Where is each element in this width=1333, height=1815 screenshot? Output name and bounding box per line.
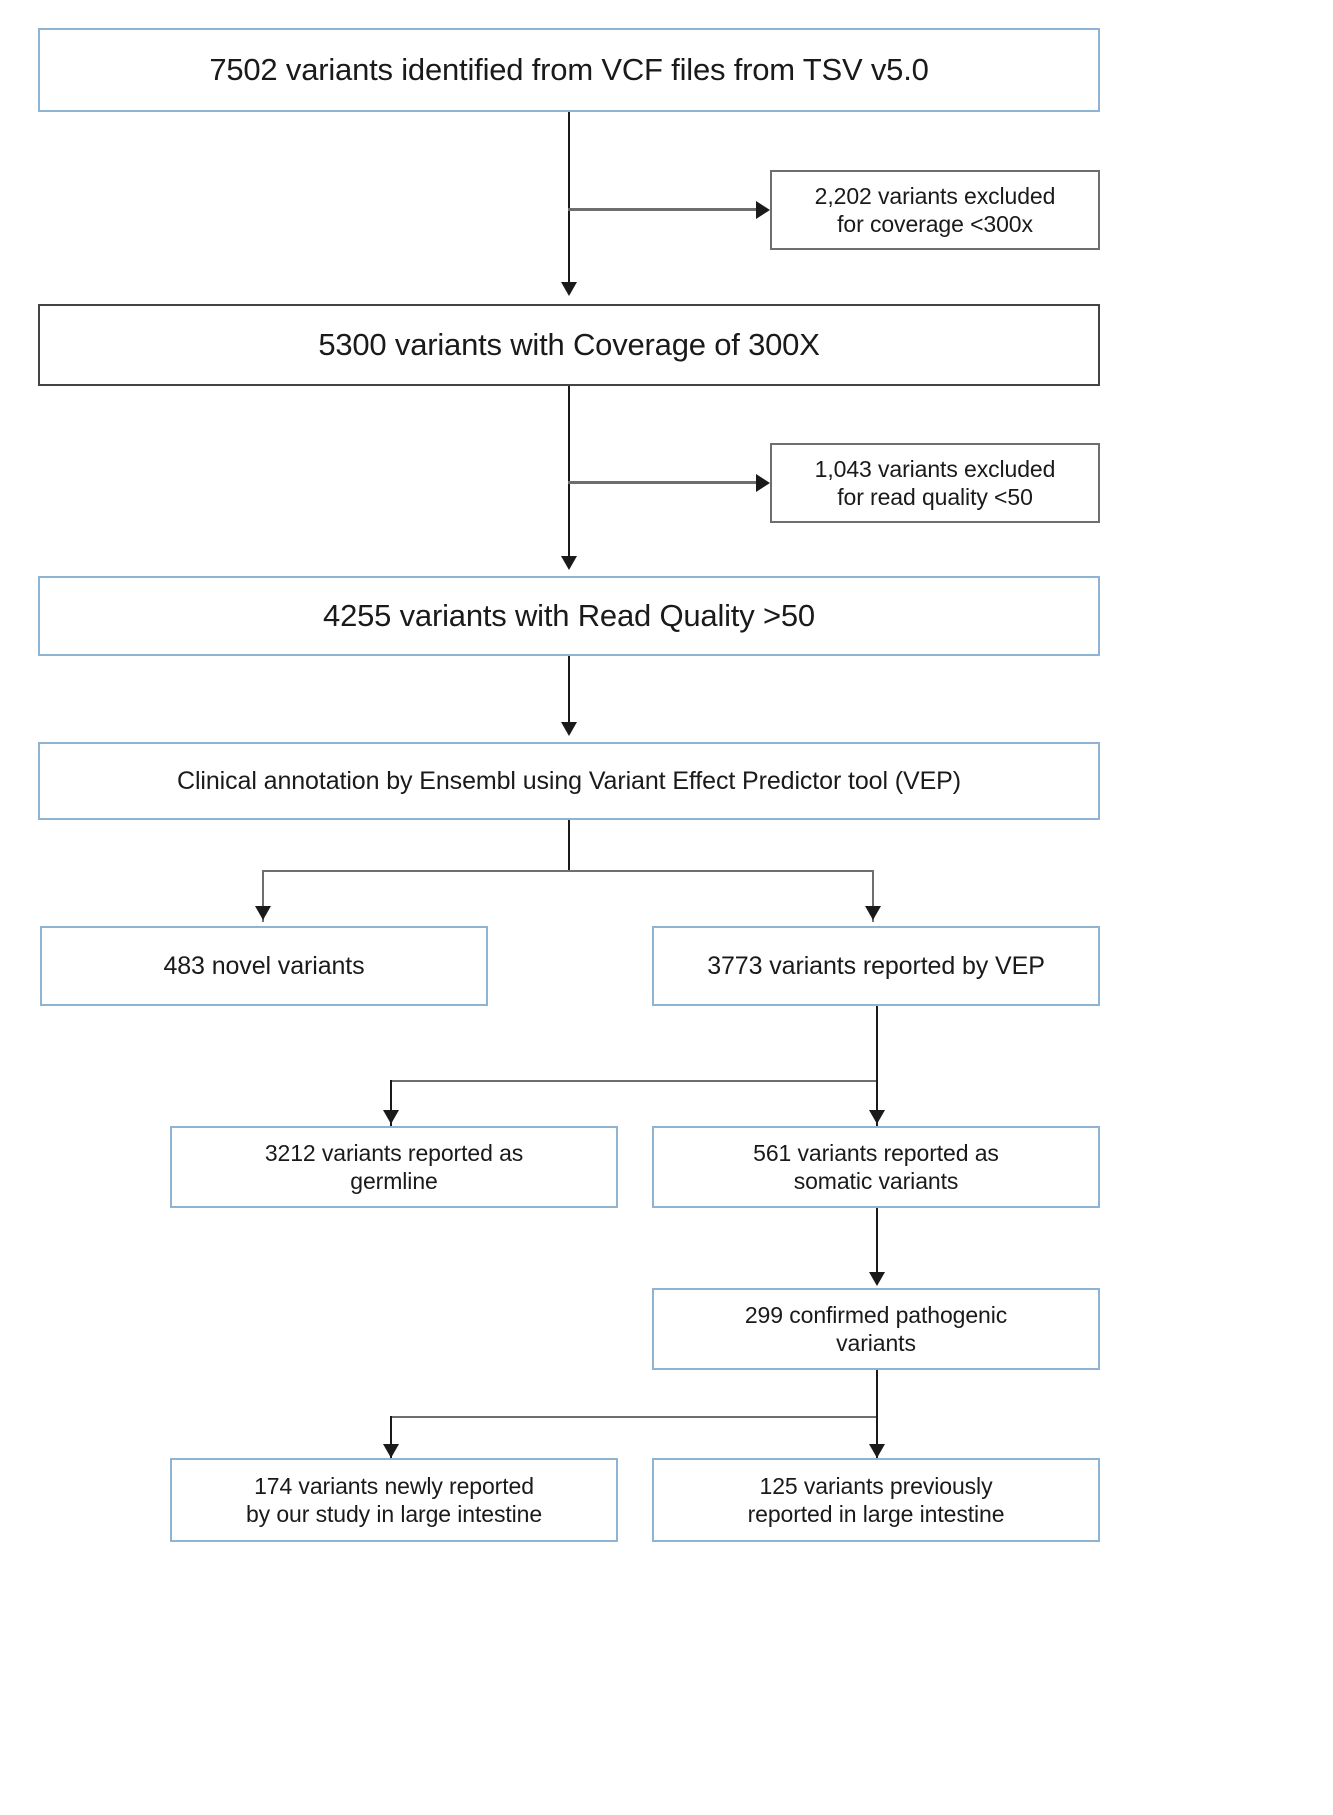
node-somatic: 561 variants reported as somatic variant… xyxy=(652,1126,1100,1208)
arrowhead-annotation-to-reported xyxy=(865,906,881,920)
arrowhead-coverage-to-quality xyxy=(561,556,577,570)
connector-total-to-coverage xyxy=(568,112,570,284)
node-germline: 3212 variants reported as germline xyxy=(170,1126,618,1208)
node-novel-variants-label: 483 novel variants xyxy=(163,951,365,980)
connector-annotation-split xyxy=(262,870,874,872)
node-annotation: Clinical annotation by Ensembl using Var… xyxy=(38,742,1100,820)
node-total-variants: 7502 variants identified from VCF files … xyxy=(38,28,1100,112)
node-coverage-pass-label: 5300 variants with Coverage of 300X xyxy=(318,327,820,363)
node-reported-vep-label: 3773 variants reported by VEP xyxy=(707,951,1045,980)
connector-pathogenic-to-newly xyxy=(390,1416,392,1458)
node-previously-reported-label: 125 variants previously reported in larg… xyxy=(747,1472,1005,1527)
arrowhead-exclusion-quality xyxy=(756,474,770,492)
arrowhead-reported-to-germline xyxy=(383,1110,399,1124)
node-newly-reported-label: 174 variants newly reported by our study… xyxy=(245,1472,543,1527)
arrowhead-pathogenic-to-newly xyxy=(383,1444,399,1458)
connector-annotation-stem xyxy=(568,820,570,872)
arrowhead-somatic-to-pathogenic xyxy=(869,1272,885,1286)
connector-annotation-to-reported xyxy=(872,870,874,922)
node-germline-label: 3212 variants reported as germline xyxy=(264,1139,524,1194)
node-quality-pass: 4255 variants with Read Quality >50 xyxy=(38,576,1100,656)
node-previously-reported: 125 variants previously reported in larg… xyxy=(652,1458,1100,1542)
node-total-variants-label: 7502 variants identified from VCF files … xyxy=(209,52,929,88)
connector-reported-split xyxy=(390,1080,878,1082)
connector-reported-to-somatic xyxy=(876,1080,878,1126)
connector-pathogenic-to-previously xyxy=(876,1416,878,1458)
arrowhead-reported-to-somatic xyxy=(869,1110,885,1124)
connector-coverage-to-quality xyxy=(568,386,570,558)
node-pathogenic: 299 confirmed pathogenic variants xyxy=(652,1288,1100,1370)
node-excluded-quality-label: 1,043 variants excluded for read quality… xyxy=(814,455,1056,510)
node-excluded-quality: 1,043 variants excluded for read quality… xyxy=(770,443,1100,523)
arrowhead-annotation-to-novel xyxy=(255,906,271,920)
connector-pathogenic-stem xyxy=(876,1370,878,1418)
connector-somatic-to-pathogenic xyxy=(876,1208,878,1282)
node-excluded-coverage-label: 2,202 variants excluded for coverage <30… xyxy=(814,182,1056,237)
connector-quality-to-annotation xyxy=(568,656,570,726)
arrowhead-total-to-coverage xyxy=(561,282,577,296)
connector-exclusion-coverage xyxy=(568,208,762,211)
node-excluded-coverage: 2,202 variants excluded for coverage <30… xyxy=(770,170,1100,250)
node-annotation-label: Clinical annotation by Ensembl using Var… xyxy=(177,766,961,795)
connector-exclusion-quality xyxy=(568,481,762,484)
connector-pathogenic-split xyxy=(390,1416,878,1418)
arrowhead-pathogenic-to-previously xyxy=(869,1444,885,1458)
arrowhead-quality-to-annotation xyxy=(561,722,577,736)
connector-annotation-to-novel xyxy=(262,870,264,922)
node-novel-variants: 483 novel variants xyxy=(40,926,488,1006)
node-reported-vep: 3773 variants reported by VEP xyxy=(652,926,1100,1006)
node-newly-reported: 174 variants newly reported by our study… xyxy=(170,1458,618,1542)
node-pathogenic-label: 299 confirmed pathogenic variants xyxy=(744,1301,1008,1356)
connector-reported-stem xyxy=(876,1006,878,1082)
arrowhead-exclusion-coverage xyxy=(756,201,770,219)
node-coverage-pass: 5300 variants with Coverage of 300X xyxy=(38,304,1100,386)
node-somatic-label: 561 variants reported as somatic variant… xyxy=(753,1139,999,1194)
node-quality-pass-label: 4255 variants with Read Quality >50 xyxy=(323,598,815,634)
connector-reported-to-germline xyxy=(390,1080,392,1126)
